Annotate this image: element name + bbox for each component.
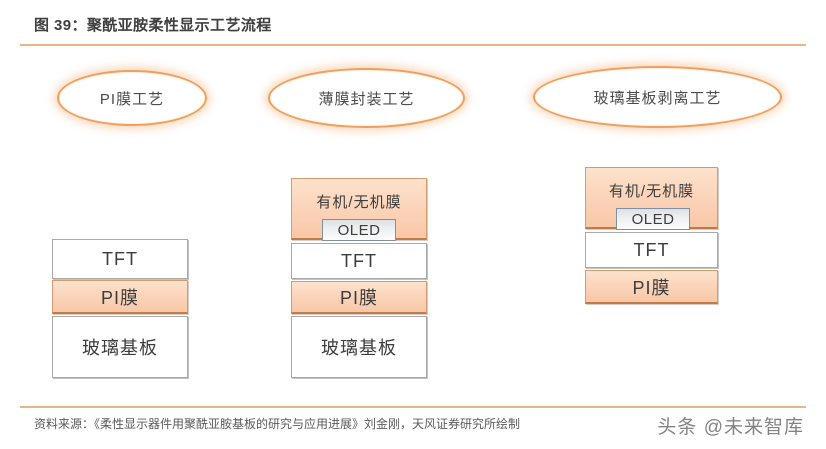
layer-label: TFT <box>341 250 377 271</box>
oled-label: OLED <box>631 210 675 228</box>
process-step-label: PI膜工艺 <box>99 90 165 108</box>
layer-pi-film[interactable]: PI膜 <box>52 280 188 314</box>
source-note: 资料来源：《柔性显示器件用聚酰亚胺基板的研究与应用进展》刘金刚，天风证券研究所绘… <box>34 417 521 431</box>
layer-label: 有机/无机膜 <box>608 183 695 200</box>
process-step-thin-film-encapsulation[interactable]: 薄膜封装工艺 <box>268 68 465 128</box>
oled-label: OLED <box>337 221 381 239</box>
process-step-label: 薄膜封装工艺 <box>318 90 415 108</box>
layer-label: 玻璃基板 <box>82 338 158 358</box>
layer-label: PI膜 <box>100 287 139 308</box>
layer-label: TFT <box>102 248 138 269</box>
watermark: 头条 @未来智库 <box>657 417 804 438</box>
layer-label: 玻璃基板 <box>321 338 397 358</box>
layer-tft[interactable]: TFT <box>291 243 427 279</box>
layer-tft[interactable]: TFT <box>52 239 188 279</box>
process-step-pi-film[interactable]: PI膜工艺 <box>57 70 207 126</box>
layer-glass-substrate[interactable]: 玻璃基板 <box>291 316 427 378</box>
layer-label: TFT <box>633 239 670 260</box>
footer-divider <box>20 406 806 408</box>
page-title: 图 39：聚酰亚胺柔性显示工艺流程 <box>34 17 272 34</box>
layer-label: PI膜 <box>339 288 378 308</box>
layer-tft[interactable]: TFT <box>585 232 718 268</box>
oled-inset-box[interactable]: OLED <box>322 219 396 241</box>
process-step-glass-substrate-peel[interactable]: 玻璃基板剥离工艺 <box>533 66 782 128</box>
layer-glass-substrate[interactable]: 玻璃基板 <box>52 316 188 378</box>
process-step-label: 玻璃基板剥离工艺 <box>593 89 722 107</box>
layer-label: PI膜 <box>632 277 671 298</box>
oled-inset-box[interactable]: OLED <box>616 208 690 230</box>
layer-pi-film[interactable]: PI膜 <box>291 281 427 314</box>
layer-pi-film[interactable]: PI膜 <box>585 270 718 304</box>
title-divider <box>20 44 806 46</box>
layer-label: 有机/无机膜 <box>316 194 402 211</box>
